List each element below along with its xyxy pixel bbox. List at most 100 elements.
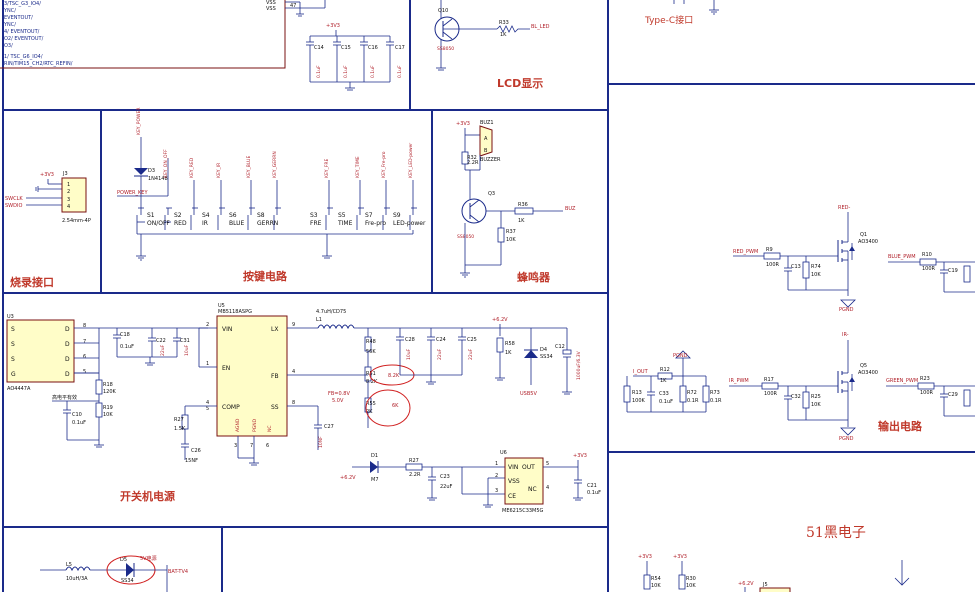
buz-r36-val: 1K [518, 218, 525, 224]
buz-r37-val: 10K [506, 237, 516, 243]
prog-net-swclk: SWCLK [5, 196, 23, 202]
output-title: 输出电路 [878, 419, 923, 433]
pwr-u5-lx: LX [271, 326, 278, 333]
lcd-q-chip: SS8050 [437, 46, 454, 52]
pwr-u3-n7: 7 [83, 339, 86, 345]
pwr-u6-vss: VSS [508, 478, 520, 485]
pwr-c12: C12 [555, 344, 565, 350]
pwr-r19-val: 10K [103, 412, 113, 418]
pwr-d4: D4 [540, 347, 547, 353]
pwr-u5-n7: 7 [250, 443, 253, 449]
out-c19: C19 [948, 268, 958, 274]
out-r74: R74 [811, 264, 821, 270]
pwr-r18: R18 [103, 382, 113, 388]
pwr-r27: R27 [174, 417, 184, 423]
out-blue-pwm: BLUE_PWM [888, 254, 916, 260]
switch-s2: S2 [174, 212, 182, 219]
switch-s8: S8 [257, 212, 265, 219]
out-red-net: RED- [838, 205, 850, 211]
out-pgnd-1: PGND [839, 307, 854, 313]
out-r74-val: 10K [811, 272, 821, 278]
prog-title: 烧录接口 [10, 275, 54, 289]
pwr-u6-n5: 5 [546, 461, 549, 467]
buz-r36: R36 [518, 202, 528, 208]
pwr-u5-chip [216, 315, 288, 437]
out-r25-val: 10K [811, 402, 821, 408]
cap-c14-val: 0.1uF [316, 65, 322, 78]
switch-s8-label: GERRN [257, 220, 278, 227]
mcu-pin-1: YNC/ [3, 8, 16, 14]
pwr-d1-val: M7 [371, 477, 379, 483]
mcu-pin-8: RIN/TIM15_CH2/RTC_REFIN/ [4, 61, 73, 67]
pwr-c23: C23 [440, 474, 450, 480]
pwr-u5-vin: VIN [222, 326, 232, 333]
out-r10: R10 [922, 252, 932, 258]
power-title: 开关机电源 [120, 489, 175, 503]
out-q5: Q5 [860, 363, 867, 369]
bot-net: BAT-TV4 [168, 569, 188, 575]
pwr-u3-s2: S [11, 341, 15, 348]
cap-c15: C15 [341, 45, 351, 51]
pwr-c28-val: 10uF [406, 348, 412, 360]
lcd-r33-val: 1K [500, 32, 507, 38]
buz-net: BUZ [565, 206, 576, 212]
mcu-pin-5: O2/ EVENTOUT/ [4, 36, 44, 42]
pwr-u5-n2: 2 [206, 322, 209, 328]
pwr-r19: R19 [103, 405, 113, 411]
pwr-u6-out: OUT [522, 464, 535, 471]
out-r17-val: 100R [764, 391, 778, 397]
out-q1: Q1 [860, 232, 867, 238]
out-r12: R12 [660, 367, 670, 373]
lcd-section: Q10 SS8050 R33 1K BL_LED LCD显示 [434, 0, 550, 90]
buz-id: BUZ1 [480, 120, 494, 126]
bot-l5-val: 10uH/3A [66, 576, 88, 582]
mcu-pin-3: YNC/ [3, 22, 16, 28]
pwr-u5-fb: FB [271, 373, 279, 380]
pwr-u5-n8: 8 [292, 400, 295, 406]
bot-v33a: +3V3 [638, 554, 652, 560]
buzzer-section: +3V3 BUZ1 A B BUZZER R32 2.2R Q3 SS8050 … [456, 120, 576, 284]
switch-s9: S9 [393, 212, 401, 219]
pwr-u5-ss: SS [271, 404, 279, 411]
pwr-u3-s3: S [11, 356, 15, 363]
cap-c16-val: 0.1uF [370, 65, 376, 78]
pwr-anno-1: 8.2K [388, 373, 400, 379]
pwr-r48-val: 56K [366, 349, 376, 355]
pwr-u5-n1: 1 [206, 361, 209, 367]
pwr-c10-val: 0.1uF [72, 420, 86, 426]
switch-s9-label: LED-power [393, 220, 426, 227]
pwr-r58-val: 1K [505, 350, 512, 356]
buz-r32: R32 [467, 155, 477, 161]
out-c33-val: 0.1uF [659, 399, 673, 405]
key-net-time: KEY_TIME [355, 156, 361, 178]
out-q1-part: AO3400 [858, 239, 878, 245]
pwr-c31-val: 10uF [184, 344, 190, 356]
pwr-c18-val: 0.1uF [120, 344, 134, 350]
switch-s3: S3 [310, 212, 318, 219]
mcu-pin-2: EVENTOUT/ [4, 15, 33, 21]
pwr-u3-n6: 6 [83, 354, 86, 360]
prog-pin-1: 1 [67, 182, 70, 188]
keys-title: 按键电路 [243, 269, 288, 283]
out-c29: C29 [948, 392, 958, 398]
bot-v62: +6.2V [738, 581, 754, 587]
bot-d5: D5 [120, 557, 127, 563]
out-r25: R25 [811, 394, 821, 400]
pwr-r51-val: 8.2K [366, 379, 378, 385]
prog-v33: +3V3 [40, 172, 54, 178]
pwr-u3-chip [6, 319, 75, 383]
bot-l5: L5 [66, 562, 72, 568]
key-net-onoff: KEY_ON_OFF [163, 149, 169, 178]
key-net-blue: KEY_BLUE [246, 156, 252, 178]
pwr-u5-n6: 6 [266, 443, 269, 449]
keys-section: KEY_POWER D3 1N4148 POWER_KEY KEY_ON_OFF… [117, 108, 426, 283]
pwr-u3-d1: D [65, 326, 70, 333]
pwr-u6-part: ME6215C33M5G [502, 508, 544, 514]
switch-s2-label: RED [174, 220, 187, 227]
pwr-r48: R48 [366, 339, 376, 345]
pwr-c24: C24 [436, 337, 446, 343]
bot-r30: R30 [686, 576, 696, 582]
pwr-u6-vin: VIN [508, 464, 518, 471]
prog-j3: J3 [62, 171, 68, 177]
key-net-power: KEY_POWER [136, 108, 142, 135]
